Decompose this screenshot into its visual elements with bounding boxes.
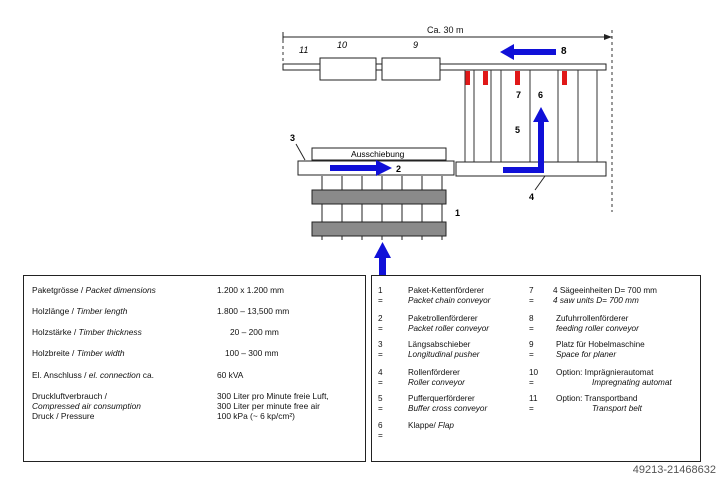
spec-label: Holzstärke / — [32, 327, 79, 337]
label-8: 8 — [561, 46, 567, 57]
specs-table: Paketgrösse / Packet dimensions 1.200 x … — [23, 275, 366, 462]
spec-label-en: Timber length — [76, 306, 128, 316]
pointer-3 — [295, 143, 306, 161]
spec-value: 1.200 x 1.200 mm — [217, 285, 285, 295]
watermark: 49213-21468632 — [632, 464, 716, 476]
spec-label-en: Timber thickness — [78, 327, 142, 337]
dimension-arrowhead — [604, 34, 612, 40]
spec-label-en: Packet dimensions — [85, 285, 156, 295]
air-value-line1: 300 Liter pro Minute freie Luft, — [217, 391, 329, 401]
label-1: 1 — [455, 208, 460, 218]
main-line-top — [282, 63, 607, 71]
spec-label-en: Timber width — [76, 348, 125, 358]
air-value-line2: 300 Liter per minute free air — [217, 401, 320, 411]
spec-value: 1.800 – 13,500 mm — [217, 306, 290, 316]
label-4: 4 — [529, 192, 534, 202]
chain-band — [311, 189, 447, 205]
label-10: 10 — [337, 40, 347, 50]
air-label-line3: Druck / Pressure — [32, 411, 95, 421]
air-label-line1: Druckluftverbrauch / — [32, 391, 107, 401]
label-5: 5 — [515, 125, 520, 135]
saw-unit — [483, 71, 488, 85]
label-3: 3 — [290, 133, 295, 143]
infeed-arrowhead — [374, 242, 391, 258]
spec-value: 60 kVA — [217, 370, 244, 380]
air-value-line3: 100 kPa (~ 6 kp/cm²) — [217, 411, 295, 421]
feed-arrow-8 — [500, 44, 556, 60]
saw-unit — [465, 71, 470, 85]
longitudinal-pusher-3 — [311, 147, 447, 161]
planer-station-9 — [381, 57, 441, 81]
spec-label-en: el. connection — [88, 370, 141, 380]
dimension-label: Ca. 30 m — [427, 25, 464, 35]
spec-row-air: Druckluftverbrauch / Compressed air cons… — [32, 391, 362, 423]
spec-label: Paketgrösse / — [32, 285, 86, 295]
label-7: 7 — [516, 90, 521, 100]
infeed-arrow-shaft — [379, 256, 386, 282]
spec-label-suffix: ca. — [140, 370, 154, 380]
flow-arrowhead-up — [533, 107, 549, 122]
spec-label: Holzbreite / — [32, 348, 77, 358]
spec-label: El. Anschluss / — [32, 370, 89, 380]
spec-value: 100 – 300 mm — [225, 348, 279, 358]
flow-arrow-up — [503, 120, 544, 173]
label-2: 2 — [396, 164, 401, 174]
flow-arrow-right-2 — [330, 160, 392, 176]
label-9: 9 — [413, 40, 418, 50]
pointer-4 — [534, 175, 546, 191]
spec-label: Holzlänge / — [32, 306, 77, 316]
impregnating-station-10 — [319, 57, 377, 81]
buffer-cross-conveyor-5 — [464, 70, 598, 165]
label-11: 11 — [299, 45, 308, 55]
air-label-line2: Compressed air consumption — [32, 401, 141, 411]
pusher-label: Ausschiebung — [351, 149, 405, 159]
spec-value: 20 – 200 mm — [230, 327, 279, 337]
label-6: 6 — [538, 90, 543, 100]
saw-unit — [562, 71, 567, 85]
saw-unit — [515, 71, 520, 85]
chain-band — [311, 221, 447, 237]
